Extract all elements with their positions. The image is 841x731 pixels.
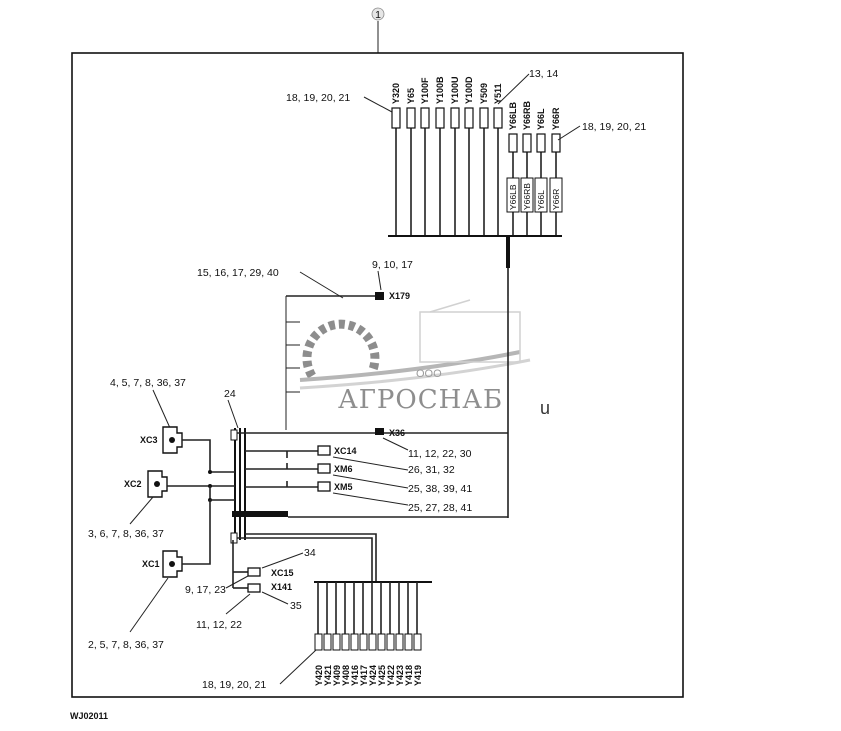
callout-circle bbox=[371, 7, 385, 21]
figure-code: WJ02011 bbox=[70, 711, 109, 721]
connector-label: Y65 bbox=[406, 88, 416, 104]
svg-text:Y424: Y424 bbox=[368, 665, 378, 686]
xc1-group: XC1 2, 5, 7, 8, 36, 37 bbox=[88, 500, 211, 651]
svg-text:35: 35 bbox=[290, 600, 302, 612]
svg-text:XC14: XC14 bbox=[334, 446, 357, 456]
svg-text:34: 34 bbox=[304, 547, 316, 559]
callout-bundle: 24 bbox=[224, 388, 236, 400]
xm6-group: XM6 25, 38, 39, 41 bbox=[245, 463, 472, 495]
main-bundle: 24 bbox=[224, 296, 509, 544]
svg-text:ООО: ООО bbox=[416, 368, 442, 380]
x179-group: 15, 16, 17, 29, 40 9, 10, 17 X179 bbox=[197, 259, 413, 301]
svg-text:X141: X141 bbox=[271, 582, 292, 592]
bottom-harness bbox=[237, 533, 432, 651]
xc2-group: XC2 3, 6, 7, 8, 36, 37 bbox=[88, 470, 235, 540]
svg-text:18, 19, 20, 21: 18, 19, 20, 21 bbox=[202, 679, 266, 691]
svg-text:11, 12, 22, 30: 11, 12, 22, 30 bbox=[408, 448, 472, 460]
svg-text:Y418: Y418 bbox=[404, 665, 414, 686]
svg-text:АГРОСНАБ: АГРОСНАБ bbox=[338, 385, 503, 415]
svg-text:13, 14: 13, 14 bbox=[529, 68, 558, 80]
svg-text:XC15: XC15 bbox=[271, 568, 294, 578]
svg-text:u: u bbox=[540, 398, 550, 418]
svg-text:2, 5, 7, 8, 36, 37: 2, 5, 7, 8, 36, 37 bbox=[88, 639, 164, 651]
callout-top-left: 18, 19, 20, 21 bbox=[286, 92, 393, 113]
svg-text:18, 19, 20, 21: 18, 19, 20, 21 bbox=[582, 121, 646, 133]
svg-text:25, 38, 39, 41: 25, 38, 39, 41 bbox=[408, 483, 472, 495]
svg-text:X36: X36 bbox=[389, 428, 405, 438]
svg-text:Y421: Y421 bbox=[323, 665, 333, 686]
svg-text:26, 31, 32: 26, 31, 32 bbox=[408, 464, 455, 476]
callout-top-right: 18, 19, 20, 21 bbox=[557, 121, 646, 141]
svg-text:18, 19, 20, 21: 18, 19, 20, 21 bbox=[286, 92, 350, 104]
svg-text:Y425: Y425 bbox=[377, 665, 387, 686]
connector-label: Y511 bbox=[493, 83, 503, 104]
x36-group: X36 11, 12, 22, 30 bbox=[375, 428, 472, 460]
xc3-group: 4, 5, 7, 8, 36, 37 XC3 bbox=[110, 377, 235, 474]
connector-label: Y66L bbox=[536, 108, 546, 130]
svg-text:XM5: XM5 bbox=[334, 482, 353, 492]
connector-label: Y66R bbox=[551, 107, 561, 130]
connector-label: Y100F bbox=[420, 77, 430, 104]
svg-text:Y423: Y423 bbox=[395, 665, 405, 686]
connector-label: Y100D bbox=[464, 76, 474, 104]
tag-label: Y66RB bbox=[522, 183, 532, 210]
svg-text:Y420: Y420 bbox=[314, 665, 324, 686]
svg-text:XC1: XC1 bbox=[142, 559, 160, 569]
wire-tags: Y66LB Y66RB Y66L Y66R bbox=[506, 177, 563, 213]
svg-text:15, 16, 17, 29, 40: 15, 16, 17, 29, 40 bbox=[197, 267, 279, 279]
svg-text:Y422: Y422 bbox=[386, 665, 396, 686]
connector-label: Y100B bbox=[435, 76, 445, 104]
xc14-group: XC14 26, 31, 32 bbox=[245, 445, 455, 476]
bottom-connector-labels: Y420 Y421 Y409 Y408 Y416 Y417 Y424 Y425 … bbox=[314, 665, 423, 686]
tag-label: Y66R bbox=[551, 189, 561, 210]
main-frame bbox=[71, 52, 684, 698]
svg-text:Y417: Y417 bbox=[359, 665, 369, 686]
tag-label: Y66LB bbox=[508, 184, 518, 210]
connector-label: Y509 bbox=[479, 83, 489, 104]
svg-text:11, 12, 22: 11, 12, 22 bbox=[196, 619, 242, 631]
callout-bottom: 18, 19, 20, 21 bbox=[202, 649, 317, 691]
xc15-x141-group: XC15 X141 34 9, 17, 23 35 11, 12, 22 bbox=[185, 540, 316, 631]
branch-comb bbox=[285, 296, 300, 430]
svg-text:XM6: XM6 bbox=[334, 464, 353, 474]
svg-text:Y408: Y408 bbox=[341, 665, 351, 686]
svg-text:X179: X179 bbox=[389, 291, 410, 301]
callout-top: 1 bbox=[375, 9, 381, 21]
svg-text:Y409: Y409 bbox=[332, 665, 342, 686]
connector-label: Y320 bbox=[391, 83, 401, 104]
svg-text:4, 5, 7, 8, 36, 37: 4, 5, 7, 8, 36, 37 bbox=[110, 377, 186, 389]
connector-label: Y66LB bbox=[508, 101, 518, 130]
svg-text:XC3: XC3 bbox=[140, 435, 158, 445]
svg-text:Y416: Y416 bbox=[350, 665, 360, 686]
tag-label: Y66L bbox=[536, 190, 546, 210]
xm5-group: XM5 25, 27, 28, 41 bbox=[245, 481, 472, 514]
connector-label: Y66RB bbox=[522, 100, 532, 130]
svg-text:9, 10, 17: 9, 10, 17 bbox=[372, 259, 413, 271]
svg-text:3, 6, 7, 8, 36, 37: 3, 6, 7, 8, 36, 37 bbox=[88, 528, 164, 540]
top-connector-bodies bbox=[391, 107, 561, 153]
connector-label: Y100U bbox=[450, 76, 460, 104]
svg-text:Y419: Y419 bbox=[413, 665, 423, 686]
callout-top-mid: 13, 14 bbox=[497, 68, 558, 105]
svg-text:XC2: XC2 bbox=[124, 479, 142, 489]
svg-text:25, 27, 28, 41: 25, 27, 28, 41 bbox=[408, 502, 472, 514]
top-connector-labels: Y320 Y65 Y100F Y100B Y100U Y100D Y509 Y5… bbox=[391, 76, 561, 130]
watermark: ООО АГРОСНАБ u bbox=[280, 299, 556, 425]
svg-text:9, 17, 23: 9, 17, 23 bbox=[185, 584, 226, 596]
